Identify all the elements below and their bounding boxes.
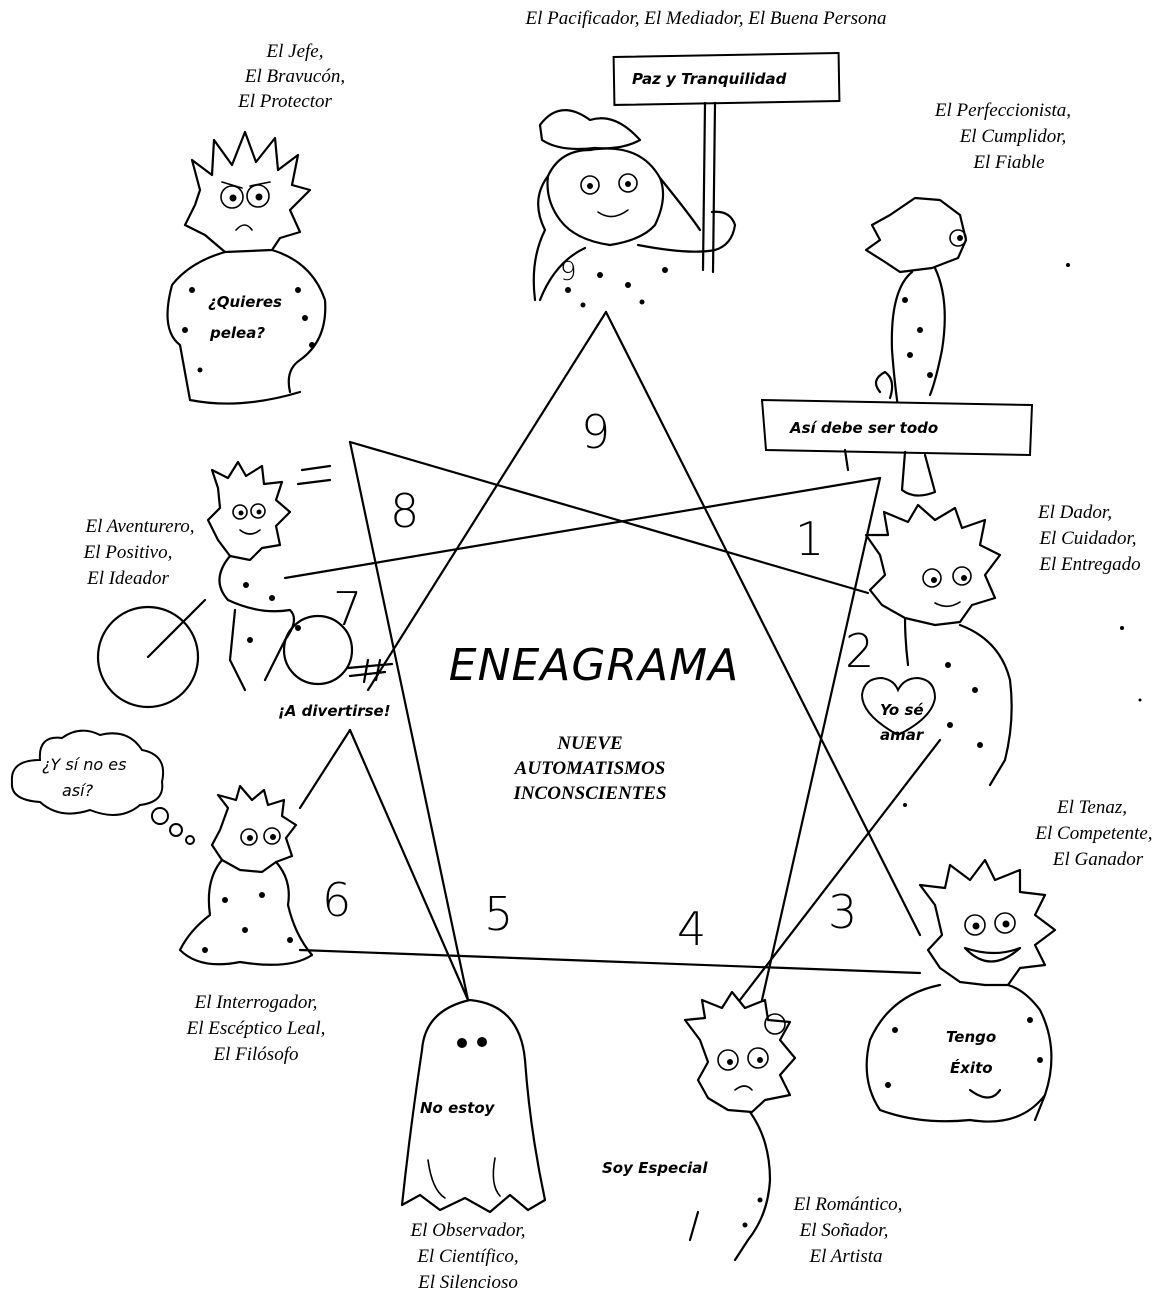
type-4-figure: Soy Especial bbox=[602, 990, 797, 1262]
type-3-figure: Tengo Éxito bbox=[865, 858, 1057, 1123]
type-6-figure: ¿Y sí no es así? bbox=[10, 729, 314, 966]
number-4: 4 bbox=[677, 902, 706, 956]
type-5-name-1: El Observador, bbox=[409, 1220, 525, 1241]
number-1: 1 bbox=[795, 512, 824, 566]
type-4-name-3: El Artista bbox=[808, 1246, 882, 1267]
type-3-name-1: El Tenaz, bbox=[1056, 797, 1127, 818]
type-2-name-3: El Entregado bbox=[1038, 554, 1140, 575]
svg-text:9: 9 bbox=[560, 257, 577, 287]
type-7-figure: ¡A divertirse! bbox=[96, 460, 391, 720]
subtitle-line-1: NUEVE bbox=[556, 733, 622, 754]
type-1-name-2: El Cumplidor, bbox=[959, 126, 1067, 147]
type-3-sign-1: Tengo bbox=[946, 1028, 996, 1046]
type-9-figure: Paz y Tranquilidad 9 bbox=[532, 52, 841, 308]
number-3: 3 bbox=[828, 885, 857, 939]
type-5-figure: No estoy bbox=[400, 998, 547, 1214]
type-5-name-2: El Científico, bbox=[416, 1246, 518, 1267]
type-8-sign-2: pelea? bbox=[209, 324, 265, 342]
type-8-name-1: El Jefe, bbox=[266, 41, 324, 62]
type-8-name-3: El Protector bbox=[237, 91, 332, 112]
type-2-name-1: El Dador, bbox=[1037, 502, 1112, 523]
type-8-sign-1: ¿Quieres bbox=[208, 293, 282, 311]
type-7-sign: ¡A divertirse! bbox=[278, 702, 391, 720]
type-7-name-2: El Positivo, bbox=[83, 542, 173, 563]
type-4-name-2: El Soñador, bbox=[799, 1220, 889, 1241]
type-1-sign: Así debe ser todo bbox=[789, 419, 938, 437]
type-7-name-3: El Ideador bbox=[86, 568, 169, 589]
type-3-name-3: El Ganador bbox=[1052, 849, 1144, 870]
type-5-name-3: El Silencioso bbox=[417, 1272, 518, 1293]
type-1-name-3: El Fiable bbox=[972, 152, 1044, 173]
type-9-sign: Paz y Tranquilidad bbox=[632, 70, 787, 88]
number-5: 5 bbox=[484, 887, 513, 941]
type-2-name-2: El Cuidador, bbox=[1038, 528, 1136, 549]
type-6-name-3: El Filósofo bbox=[213, 1044, 299, 1065]
subtitle-line-2: AUTOMATISMOS bbox=[514, 758, 666, 779]
enneagram-star-lines bbox=[146, 310, 942, 1002]
type-9-names: El Pacificador, El Mediador, El Buena Pe… bbox=[525, 8, 887, 29]
type-4-sign: Soy Especial bbox=[602, 1159, 708, 1177]
subtitle-line-3: INCONSCIENTES bbox=[512, 783, 666, 804]
number-9: 9 bbox=[581, 405, 610, 459]
type-6-name-1: El Interrogador, bbox=[194, 992, 318, 1013]
type-3-name-2: El Competente, bbox=[1034, 823, 1152, 844]
type-1-figure: Así debe ser todo bbox=[760, 196, 1034, 497]
type-6-thought-2: así? bbox=[62, 781, 94, 800]
type-2-sign-1: Yo sé bbox=[880, 701, 924, 719]
type-2-figure: Yo sé amar bbox=[860, 503, 1013, 787]
number-2: 2 bbox=[845, 624, 874, 678]
number-7: 7 bbox=[333, 582, 362, 636]
type-4-name-1: El Romántico, bbox=[793, 1194, 903, 1215]
type-6-thought-1: ¿Y sí no es bbox=[42, 755, 126, 774]
type-6-name-2: El Escéptico Leal, bbox=[186, 1018, 326, 1039]
number-6: 6 bbox=[322, 873, 351, 927]
type-2-sign-2: amar bbox=[880, 726, 925, 744]
type-8-figure: ¿Quieres pelea? bbox=[166, 130, 327, 405]
type-8-name-2: El Bravucón, bbox=[244, 66, 345, 87]
type-5-sign: No estoy bbox=[420, 1099, 496, 1117]
type-7-name-1: El Aventurero, bbox=[84, 516, 194, 537]
type-1-name-1: El Perfeccionista, bbox=[934, 100, 1071, 121]
type-3-sign-2: Éxito bbox=[950, 1058, 993, 1077]
diagram-title: ENEAGRAMA bbox=[449, 640, 739, 691]
number-8: 8 bbox=[390, 484, 419, 538]
